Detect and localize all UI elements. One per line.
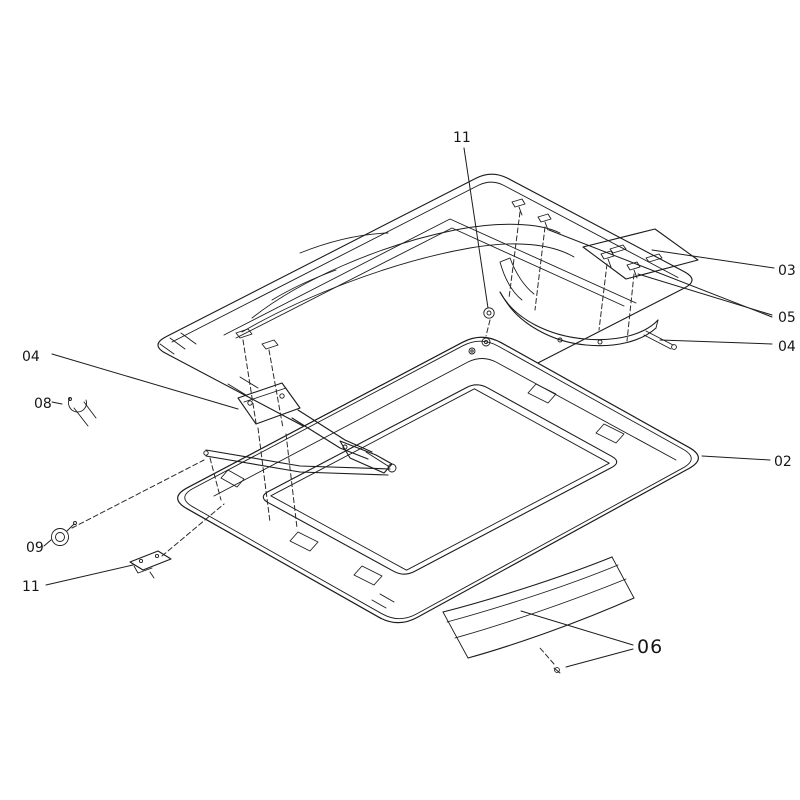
part-label-09: 09	[26, 540, 44, 556]
trim-strip	[442, 556, 635, 674]
part-label-06: 06	[637, 636, 663, 658]
spring-clip	[68, 397, 97, 427]
curved-bracket	[499, 257, 677, 350]
hinge-bracket	[129, 550, 172, 579]
part-label-11-left: 11	[22, 579, 40, 595]
assembly-axis-lines	[71, 211, 635, 665]
crank-mechanism	[203, 382, 397, 476]
leader-lines	[43, 147, 775, 668]
part-label-04-left: 04	[22, 349, 40, 365]
part-label-03: 03	[778, 263, 796, 279]
part-label-05: 05	[778, 310, 796, 326]
roof-panel-outline	[157, 173, 693, 452]
cover-plate	[582, 228, 699, 280]
eyelet-ring	[51, 521, 77, 546]
part-labels: 11 03 05 04 04 08 02 09 11 06	[22, 130, 796, 658]
grommet	[483, 307, 495, 319]
part-label-08: 08	[34, 396, 52, 412]
part-label-04-right: 04	[778, 339, 796, 355]
part-label-02: 02	[774, 454, 792, 470]
main-frame-outline	[177, 336, 699, 624]
part-label-11-top: 11	[453, 130, 471, 146]
